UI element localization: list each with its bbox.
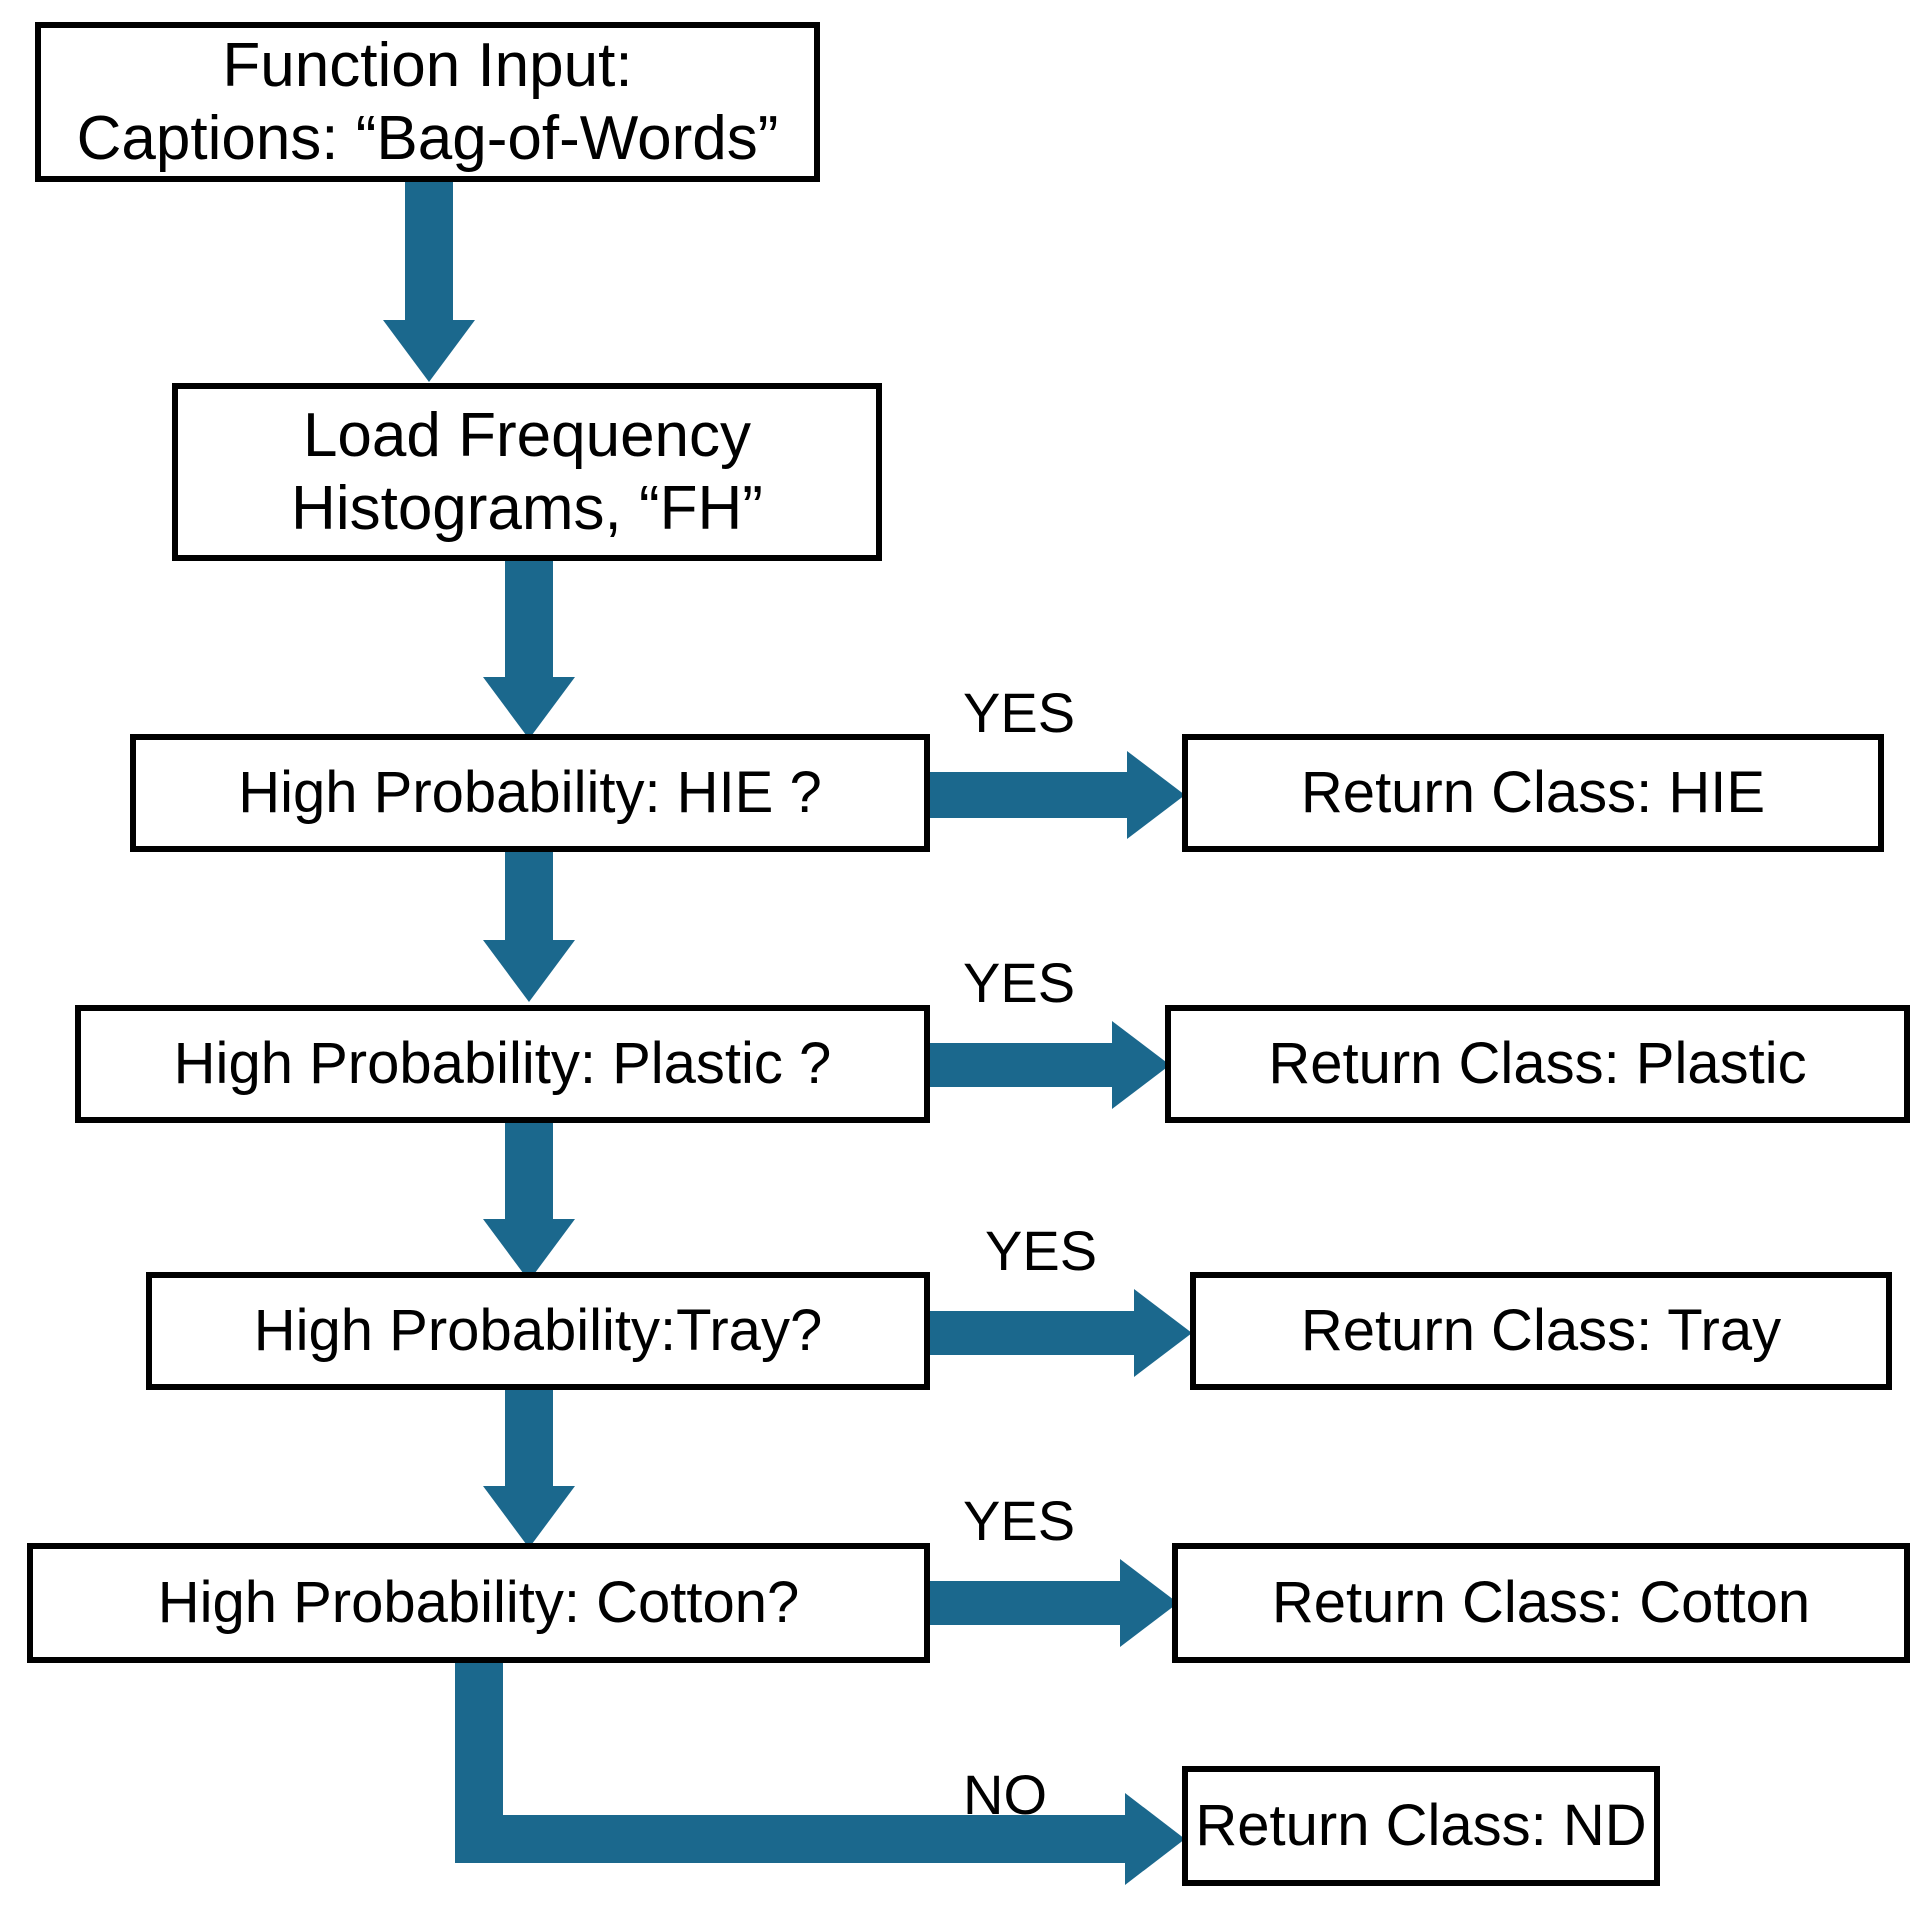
node-return-cotton[interactable]: Return Class: Cotton	[1172, 1543, 1910, 1663]
arrow-head	[1125, 1793, 1185, 1885]
arrow-input-to-load	[383, 182, 475, 382]
arrow-shaft	[505, 852, 553, 942]
arrow-load-to-decision-hie	[483, 561, 575, 739]
node-return-hie[interactable]: Return Class: HIE	[1182, 734, 1884, 852]
arrow-plastic-to-tray	[483, 1123, 575, 1281]
node-return-nd[interactable]: Return Class: ND	[1182, 1766, 1660, 1886]
node-decision-hie[interactable]: High Probability: HIE ?	[130, 734, 930, 852]
arrow-head	[1127, 751, 1185, 839]
arrow-shaft	[930, 772, 1135, 818]
elbow-horizontal-segment	[455, 1815, 1127, 1863]
node-return-hie-label: Return Class: HIE	[1300, 759, 1766, 825]
node-decision-plastic[interactable]: High Probability: Plastic ?	[75, 1005, 930, 1123]
node-return-cotton-label: Return Class: Cotton	[1271, 1569, 1811, 1635]
arrow-head	[383, 320, 475, 382]
node-return-tray[interactable]: Return Class: Tray	[1190, 1272, 1892, 1390]
node-function-input-line1: Function Input:	[222, 30, 633, 100]
arrow-head	[483, 940, 575, 1002]
edge-label-yes-tray: YES	[985, 1219, 1098, 1282]
node-load-frequency-histograms[interactable]: Load Frequency Histograms, “FH”	[172, 383, 882, 561]
node-return-plastic[interactable]: Return Class: Plastic	[1165, 1005, 1910, 1123]
arrow-tray-yes	[930, 1289, 1192, 1377]
node-function-input[interactable]: Function Input: Captions: “Bag-of-Words”	[35, 22, 820, 182]
node-return-plastic-label: Return Class: Plastic	[1268, 1030, 1807, 1096]
arrow-head	[483, 1486, 575, 1548]
arrow-shaft	[930, 1581, 1130, 1625]
arrow-plastic-yes	[930, 1021, 1170, 1109]
node-decision-plastic-label: High Probability: Plastic ?	[173, 1030, 832, 1096]
node-decision-tray[interactable]: High Probability:Tray?	[146, 1272, 930, 1390]
arrow-shaft	[405, 182, 453, 322]
edge-label-yes-plastic: YES	[963, 951, 1076, 1014]
node-decision-cotton[interactable]: High Probability: Cotton?	[27, 1543, 930, 1663]
node-return-nd-label: Return Class: ND	[1195, 1792, 1647, 1858]
node-decision-cotton-label: High Probability: Cotton?	[157, 1569, 800, 1635]
arrow-cotton-yes	[930, 1559, 1178, 1647]
node-return-tray-label: Return Class: Tray	[1300, 1297, 1782, 1363]
edge-label-no: NO	[963, 1763, 1047, 1826]
arrow-shaft	[505, 1123, 553, 1221]
edge-label-yes-cotton: YES	[963, 1489, 1076, 1552]
arrow-head	[1134, 1289, 1192, 1377]
arrow-head	[1120, 1559, 1178, 1647]
arrow-shaft	[930, 1043, 1122, 1087]
node-load-line2: Histograms, “FH”	[291, 474, 763, 543]
arrow-shaft	[505, 561, 553, 679]
arrow-head	[483, 1219, 575, 1281]
arrow-shaft	[930, 1311, 1144, 1355]
arrow-shaft	[505, 1390, 553, 1488]
node-load-line1: Load Frequency	[302, 400, 752, 470]
arrow-hie-to-plastic	[483, 852, 575, 1002]
arrow-cotton-no	[455, 1663, 1185, 1885]
arrow-head	[483, 677, 575, 739]
edge-label-yes-hie: YES	[963, 681, 1076, 744]
node-decision-hie-label: High Probability: HIE ?	[238, 759, 822, 825]
arrow-tray-to-cotton	[483, 1390, 575, 1548]
arrow-hie-yes	[930, 751, 1185, 839]
node-decision-tray-label: High Probability:Tray?	[253, 1297, 823, 1363]
node-function-input-line2: Captions: “Bag-of-Words”	[76, 104, 779, 173]
arrow-head	[1112, 1021, 1170, 1109]
